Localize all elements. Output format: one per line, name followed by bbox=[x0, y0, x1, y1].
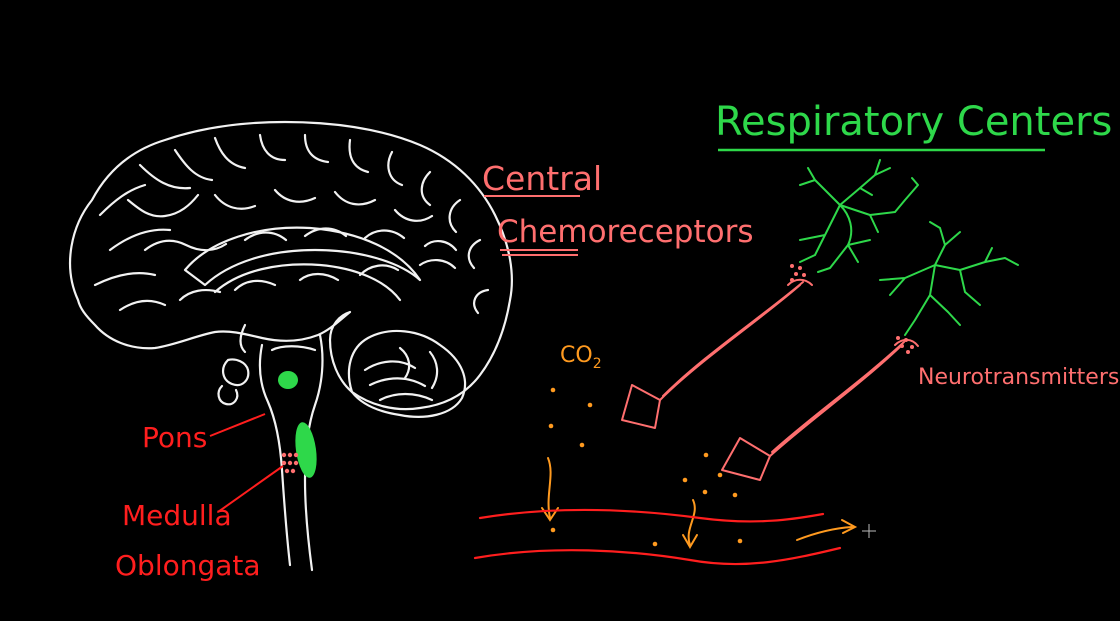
blood-vessel bbox=[473, 508, 842, 566]
pons-pointer bbox=[209, 413, 266, 437]
diagram-title: Respiratory Centers bbox=[715, 99, 1112, 145]
co2-molecules bbox=[548, 387, 743, 547]
chemoreceptor-marks bbox=[281, 452, 299, 474]
respiratory-neuron-1 bbox=[799, 159, 919, 273]
pons-marker bbox=[278, 371, 298, 389]
co2-text: CO bbox=[560, 343, 593, 368]
pons-label: Pons bbox=[142, 421, 207, 454]
medulla-label: Medulla bbox=[122, 499, 232, 532]
diffusion-arrows bbox=[541, 457, 858, 549]
oblongata-label: Oblongata bbox=[115, 549, 261, 582]
neurotransmitters-label: Neurotransmitters bbox=[918, 365, 1119, 390]
respiratory-neuron-2 bbox=[879, 221, 1019, 336]
brain-drawing bbox=[68, 120, 513, 572]
medulla-marker bbox=[295, 422, 317, 478]
co2-label: CO2 bbox=[560, 343, 602, 372]
central-label: Central bbox=[482, 159, 602, 198]
neurotransmitter-dots bbox=[790, 264, 914, 354]
medulla-pointer bbox=[217, 465, 284, 513]
crosshair-cursor-icon bbox=[862, 524, 876, 538]
co2-subscript: 2 bbox=[593, 356, 602, 372]
chemoreceptor-cells bbox=[621, 278, 919, 481]
chemoreceptors-label: Chemoreceptors bbox=[497, 214, 753, 250]
